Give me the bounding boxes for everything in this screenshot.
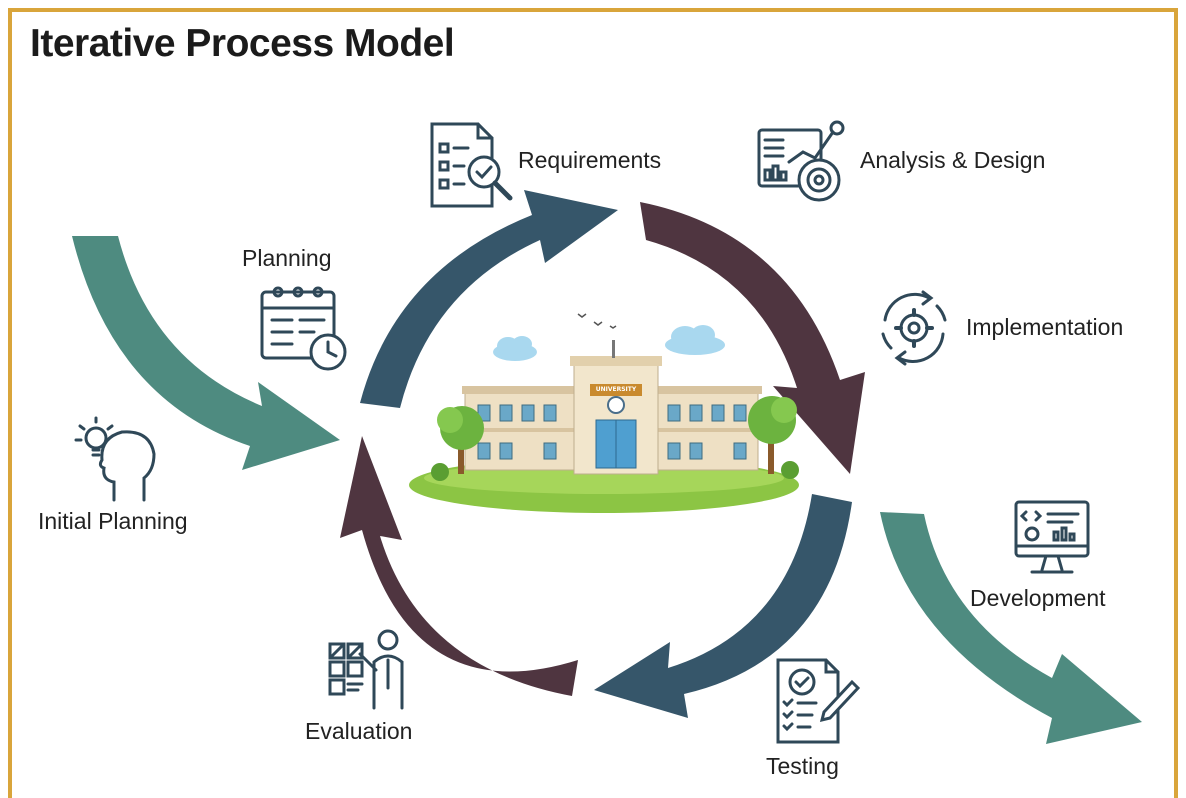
page-frame	[8, 8, 1178, 798]
stage-label-testing: Testing	[766, 753, 839, 779]
cycle-arrow-planning-to-requirements	[360, 190, 618, 408]
stage-label-requirements: Requirements	[518, 147, 662, 173]
presenter-board-icon	[326, 628, 416, 717]
idea-head-icon	[66, 410, 162, 507]
stage-label-development: Development	[970, 585, 1106, 611]
incoming-arrow	[72, 236, 340, 470]
cycle-arrow-testing-section	[594, 494, 852, 718]
building-sign: UNIVERSITY	[595, 386, 637, 393]
stage-label-evaluation: Evaluation	[305, 718, 413, 744]
stage-label-planning: Planning	[242, 245, 332, 271]
code-monitor-icon	[1012, 498, 1092, 587]
page-title: Iterative Process Model	[30, 22, 455, 65]
outgoing-arrow	[880, 512, 1142, 744]
checklist-search-icon	[428, 120, 518, 217]
test-checklist-pencil-icon	[770, 656, 862, 753]
cycle-arrow-evaluation-to-planning	[340, 436, 578, 696]
gear-cycle-icon	[873, 288, 955, 373]
stage-label-analysis-design: Analysis & Design	[860, 147, 1046, 173]
analytics-dashboard-icon	[755, 118, 851, 215]
stage-label-initial-planning: Initial Planning	[38, 508, 188, 534]
cycle-arrow-requirements-to-implementation	[640, 202, 865, 474]
calendar-clock-icon	[258, 284, 350, 379]
university-illustration	[409, 313, 799, 513]
stage-label-implementation: Implementation	[966, 314, 1124, 340]
